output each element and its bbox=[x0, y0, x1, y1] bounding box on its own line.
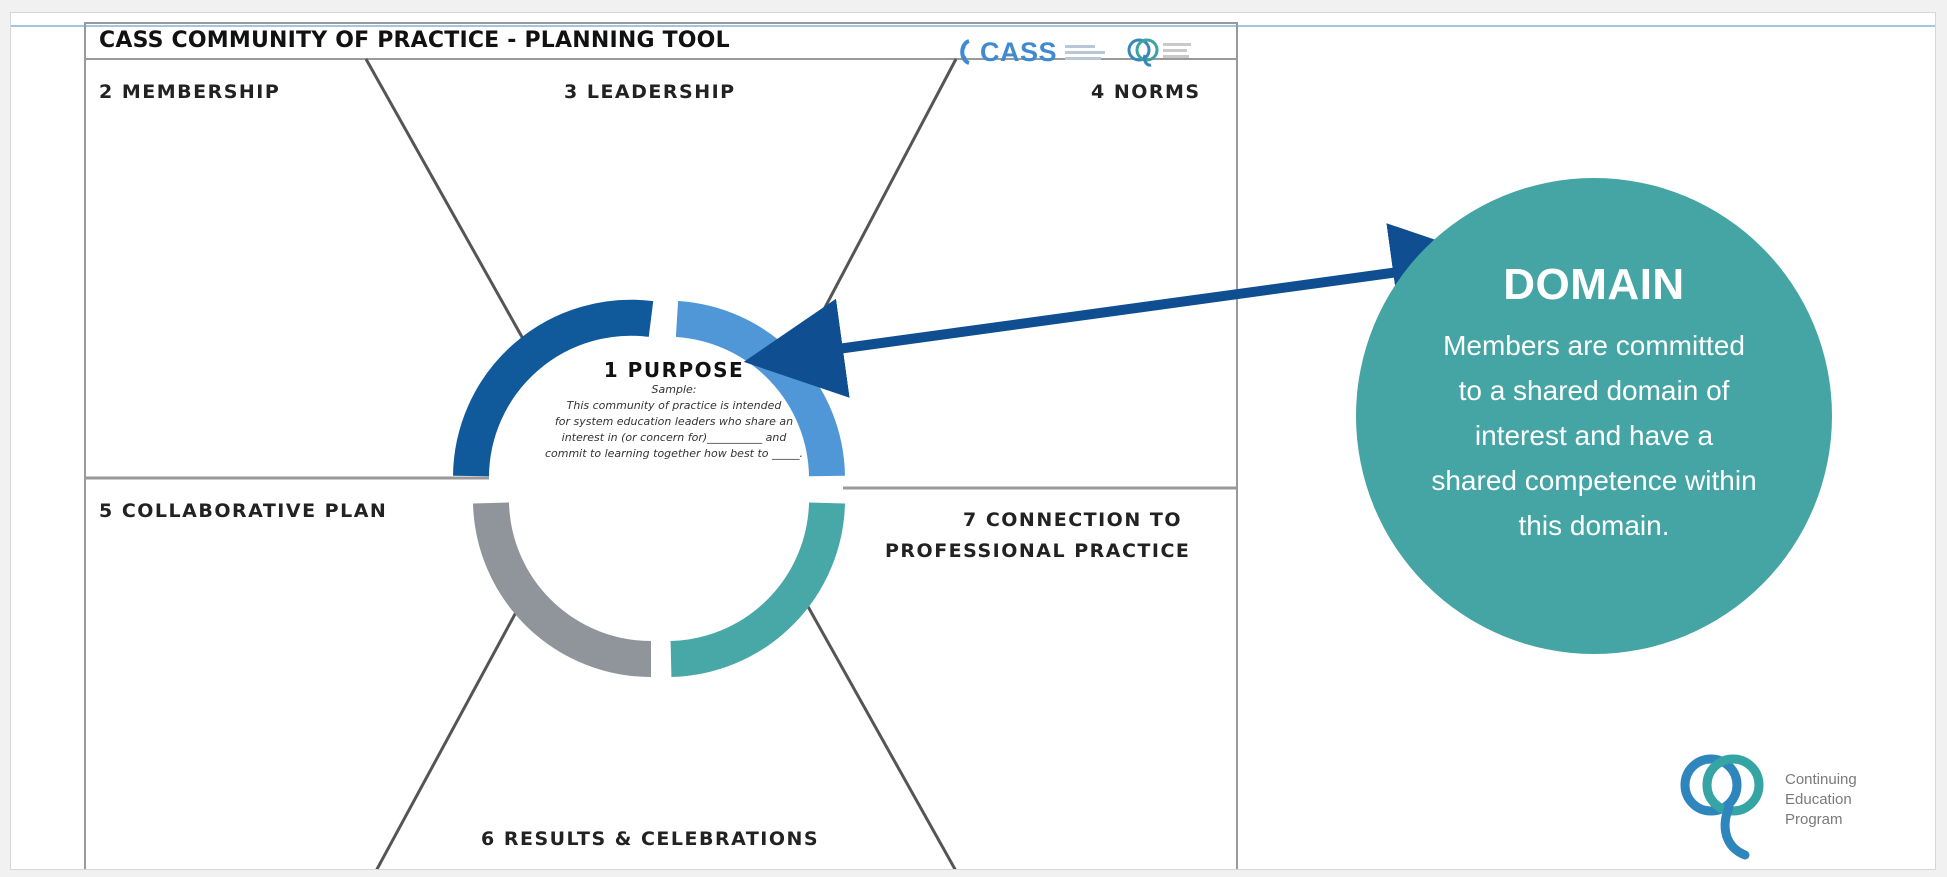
domain-description: Members are committed to a shared domain… bbox=[1400, 323, 1788, 548]
cass-logo-icon bbox=[960, 39, 970, 65]
section-norms: 4 NORMS bbox=[1091, 81, 1201, 103]
domain-arrow bbox=[743, 223, 1493, 398]
domain-line: interest and have a bbox=[1474, 420, 1714, 451]
continuing-education-small-logo-icon bbox=[1127, 38, 1192, 67]
divider-lower-right bbox=[804, 602, 957, 869]
logo-text-line: Continuing bbox=[1785, 771, 1857, 788]
cass-logo-text: CASS bbox=[980, 36, 1058, 67]
worksheet-border bbox=[84, 22, 1238, 869]
section-results: 6 RESULTS & CELEBRATIONS bbox=[481, 828, 820, 850]
page-title: CASS COMMUNITY OF PRACTICE - PLANNING TO… bbox=[99, 28, 730, 53]
purpose-line: for system education leaders who share a… bbox=[554, 415, 794, 428]
cass-logo-subtext-icon bbox=[1065, 45, 1106, 60]
continuing-education-logo-icon bbox=[1680, 754, 1764, 860]
purpose-line: interest in (or concern for)__________ a… bbox=[561, 431, 787, 444]
ring-segment-bottom-right bbox=[670, 502, 845, 677]
purpose-sample-label: Sample: bbox=[651, 383, 697, 396]
section-membership: 2 MEMBERSHIP bbox=[99, 81, 281, 103]
purpose-line: This community of practice is intended bbox=[566, 399, 782, 412]
purpose-title: 1 PURPOSE bbox=[603, 358, 745, 382]
divider-upper-right bbox=[799, 58, 958, 354]
divider-upper-left bbox=[364, 58, 533, 354]
top-accent-line bbox=[11, 25, 1935, 27]
section-connection-line2: PROFESSIONAL PRACTICE bbox=[885, 540, 1191, 562]
domain-line: to a shared domain of bbox=[1458, 375, 1730, 406]
domain-line: this domain. bbox=[1518, 510, 1670, 541]
section-leadership: 3 LEADERSHIP bbox=[564, 81, 736, 103]
domain-line: Members are committed bbox=[1443, 330, 1745, 361]
continuing-education-logo-text: Continuing Education Program bbox=[1785, 770, 1857, 830]
ring-segment-top-left bbox=[453, 299, 654, 477]
divider-lower-left bbox=[375, 602, 523, 869]
section-collaborative-plan: 5 COLLABORATIVE PLAN bbox=[99, 500, 388, 522]
purpose-line: commit to learning together how best to … bbox=[544, 447, 804, 460]
section-connection-line1: 7 CONNECTION TO bbox=[963, 509, 1182, 531]
logo-text-line: Education bbox=[1785, 791, 1852, 808]
slide-frame: CASS COMMUNITY OF PRACTICE - PLANNING TO… bbox=[10, 12, 1936, 870]
domain-title: DOMAIN bbox=[1503, 260, 1685, 309]
domain-line: shared competence within bbox=[1431, 465, 1757, 496]
purpose-block: 1 PURPOSE Sample: This community of prac… bbox=[489, 358, 859, 462]
domain-circle: DOMAIN Members are committed to a shared… bbox=[1356, 178, 1832, 654]
cass-logo: CASS bbox=[956, 35, 1203, 69]
ring-segment-bottom-left bbox=[473, 502, 652, 677]
planning-diagram bbox=[84, 22, 1493, 869]
logo-text-line: Program bbox=[1785, 811, 1843, 828]
